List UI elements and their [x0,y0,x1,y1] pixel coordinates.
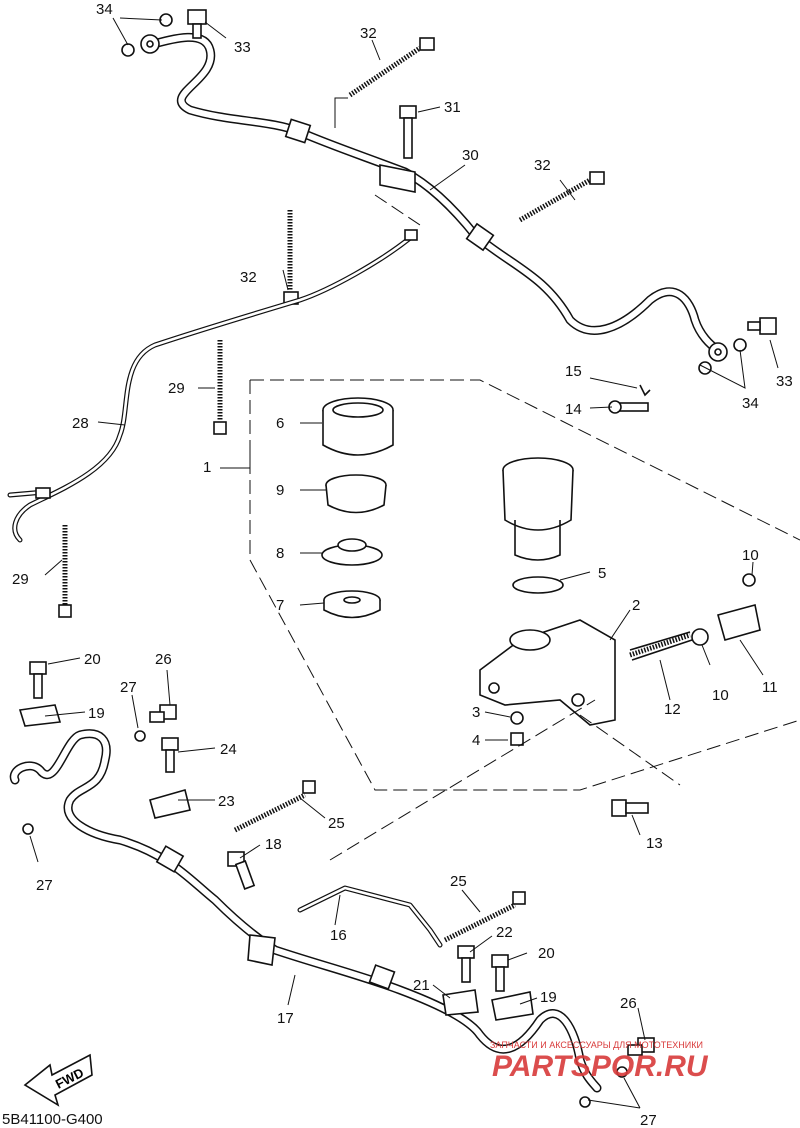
callout-33: 33 [234,39,251,56]
callout-18: 18 [265,836,282,853]
diaphragm-icon [325,474,387,514]
callout-1: 1 [203,459,211,476]
callout-10: 10 [712,687,729,704]
callout-22: 22 [496,924,513,941]
hose-joint-icon [379,164,416,193]
callout-26: 26 [620,995,637,1012]
callout-24: 24 [220,741,237,758]
callout-5: 5 [598,565,606,582]
union-bolt-icon [187,9,207,39]
callout-11: 11 [762,679,778,696]
clevis-icon [717,604,761,641]
callout-16: 16 [330,927,347,944]
callout-9: 9 [276,482,284,499]
callout-25: 25 [328,815,345,832]
callout-2: 2 [632,597,640,614]
watermark-subtext: ЗАПЧАСТИ И АКСЕССУАРЫ ДЛЯ МОТОТЕХНИКИ [490,1040,703,1050]
callout-19: 19 [540,989,557,1006]
callout-34: 34 [96,1,113,18]
callout-27: 27 [120,679,137,696]
callout-4: 4 [472,732,480,749]
callout-32: 32 [360,25,377,42]
callout-14: 14 [565,401,582,418]
callout-3: 3 [472,704,480,721]
callout-20: 20 [84,651,101,668]
callout-12: 12 [664,701,681,718]
callout-34: 34 [742,395,759,412]
callout-19: 19 [88,705,105,722]
callout-27: 27 [36,877,53,894]
callout-29: 29 [12,571,29,588]
callout-32: 32 [240,269,257,286]
metal-brake-pipe [7,229,418,618]
float-icon [323,590,381,619]
callout-15: 15 [565,363,582,380]
hose-clamp-icon [512,576,564,594]
drawing-code: 5B41100-G400 [2,1111,103,1128]
callout-27: 27 [640,1112,657,1128]
callout-17: 17 [277,1010,294,1027]
callout-33: 33 [776,373,793,390]
upper-brake-hose [121,9,777,375]
forward-direction-arrow: FWD [23,1053,93,1107]
callout-29: 29 [168,380,185,397]
bolt-icon [399,105,417,159]
callout-28: 28 [72,415,89,432]
callout-10: 10 [742,547,759,564]
callout-25: 25 [450,873,467,890]
callout-21: 21 [413,977,430,994]
master-cylinder-body-icon [479,619,616,726]
lower-brake-hose [9,661,681,1108]
union-bolt-icon [747,317,777,335]
callout-13: 13 [646,835,663,852]
callout-30: 30 [462,147,479,164]
hose-joint-icon [247,934,276,966]
watermark-logo: PARTSPOR.RU [492,1050,709,1083]
reservoir-cap-icon [322,397,394,456]
callout-8: 8 [276,545,284,562]
leader-lines [29,17,779,1109]
callout-31: 31 [444,99,461,116]
diaphragm-plate-icon [321,538,383,566]
callout-23: 23 [218,793,235,810]
master-cylinder-group [249,379,800,817]
callout-32: 32 [534,157,551,174]
callout-7: 7 [276,597,284,614]
callout-20: 20 [538,945,555,962]
callout-6: 6 [276,415,284,432]
reservoir-icon [502,457,574,561]
callout-26: 26 [155,651,172,668]
